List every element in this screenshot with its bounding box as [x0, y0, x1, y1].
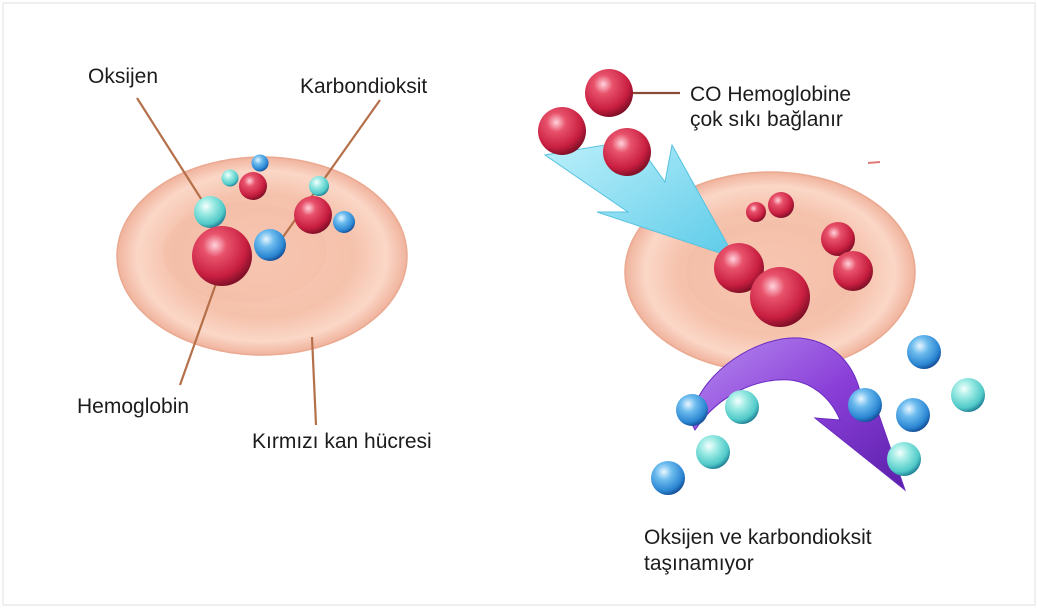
co2-molecule	[907, 335, 941, 369]
oxygen-molecule	[725, 390, 759, 424]
co2-molecule	[254, 229, 286, 261]
co2-molecule	[651, 461, 685, 495]
co-molecule-small	[768, 192, 794, 218]
hemoglobin-molecule-large	[192, 226, 252, 286]
hemoglobin-molecule	[294, 196, 332, 234]
cell-pointer-line	[312, 337, 316, 425]
hemoglobin-molecule-small	[239, 172, 267, 200]
right-panel	[538, 69, 985, 495]
co2-molecule	[848, 388, 882, 422]
oxygen-molecule	[309, 176, 329, 196]
co2-molecule	[333, 211, 355, 233]
co2-molecule-small	[252, 155, 269, 172]
co-binding-label-line2: çok sıkı bağlanır	[690, 107, 843, 132]
co-molecule-large	[750, 267, 810, 327]
co-molecule	[585, 69, 633, 117]
small-mark	[868, 162, 880, 163]
oxygen-molecule-small	[222, 170, 239, 187]
co2-molecule	[896, 398, 930, 432]
co-molecule-small	[746, 202, 766, 222]
oxygen-molecule	[951, 378, 985, 412]
co2-molecule	[676, 394, 708, 426]
co-molecule	[538, 107, 586, 155]
co-molecule	[833, 251, 873, 291]
not-transported-label-line2: taşınamıyor	[644, 551, 754, 576]
co-binding-label-line1: CO Hemoglobine	[690, 82, 851, 107]
carbon-dioxide-label: Karbondioksit	[300, 74, 427, 99]
red-blood-cell-label: Kırmızı kan hücresi	[252, 429, 432, 454]
left-panel	[117, 98, 407, 425]
oxygen-molecule	[194, 196, 226, 228]
oxygen-label: Oksijen	[88, 64, 158, 89]
hemoglobin-label: Hemoglobin	[77, 394, 189, 419]
oxygen-molecule	[887, 442, 921, 476]
co-molecule	[821, 222, 855, 256]
co-molecule	[603, 128, 651, 176]
oxygen-molecule	[696, 435, 730, 469]
not-transported-label-line1: Oksijen ve karbondioksit	[644, 525, 872, 550]
